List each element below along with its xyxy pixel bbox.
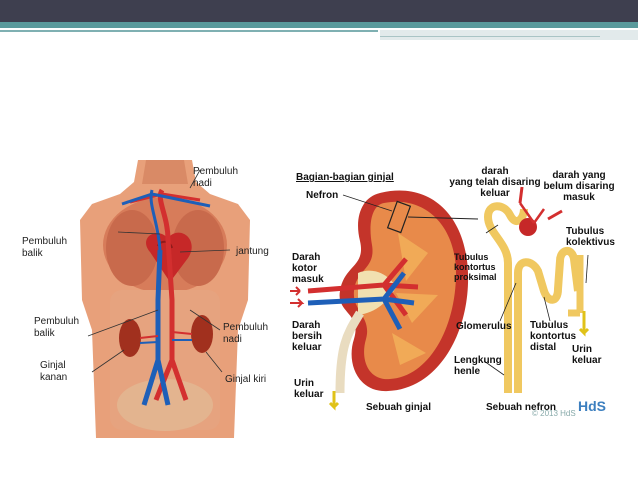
kidney-title: Bagian-bagian ginjal (296, 172, 394, 183)
label-jantung: jantung (236, 246, 269, 257)
label-pembuluh-balik-mid: Pembuluh balik (34, 316, 80, 339)
label-pembuluh-nadi-top: Pembuluh nadi (193, 166, 239, 189)
label-ginjal-kanan: Ginjal kanan (40, 360, 68, 383)
label-tubulus-distal: Tubulus kontortus distal (530, 320, 577, 353)
label-sebuah-nefron: Sebuah nefron (486, 402, 557, 413)
top-bar (0, 0, 638, 22)
label-urin-keluar-left: Urin keluar (294, 378, 324, 400)
label-lengkung-henle: Lengkung henle (454, 355, 502, 377)
kidney-diagram (288, 163, 620, 419)
label-darah-belum-disaring: darah yang belum disaring masuk (543, 170, 615, 203)
label-sebuah-ginjal: Sebuah ginjal (366, 402, 432, 413)
accent-line-left (0, 30, 378, 32)
label-ginjal-kiri: Ginjal kiri (225, 374, 267, 385)
torso-figure (60, 160, 270, 445)
accent-line-right (380, 30, 638, 40)
label-pembuluh-nadi-mid: Pembuluh nadi (223, 322, 269, 345)
accent-line-right-inner (380, 36, 600, 37)
torso-illustration (80, 160, 250, 438)
label-nefron: Nefron (306, 190, 339, 201)
copyright-text: © 2013 HdS (532, 409, 576, 418)
label-darah-bersih-keluar: Darah bersih keluar (292, 320, 323, 353)
label-pembuluh-balik-top: Pembuluh balik (22, 236, 68, 259)
accent-bar (0, 22, 638, 28)
label-urin-keluar-right: Urin keluar (572, 344, 602, 366)
label-glomerulus: Glomerulus (456, 321, 512, 332)
kidney-nephron-illustration (290, 186, 590, 411)
label-darah-disaring-keluar: darah yang telah disaring keluar (449, 166, 541, 199)
brand-logo: HdS (578, 398, 606, 414)
label-tubulus-kolektivus: Tubulus kolektivus (566, 226, 615, 248)
label-tubulus-proksimal: Tubulus kontortus proksimal (454, 252, 497, 282)
label-darah-kotor-masuk: Darah kotor masuk (292, 252, 324, 285)
